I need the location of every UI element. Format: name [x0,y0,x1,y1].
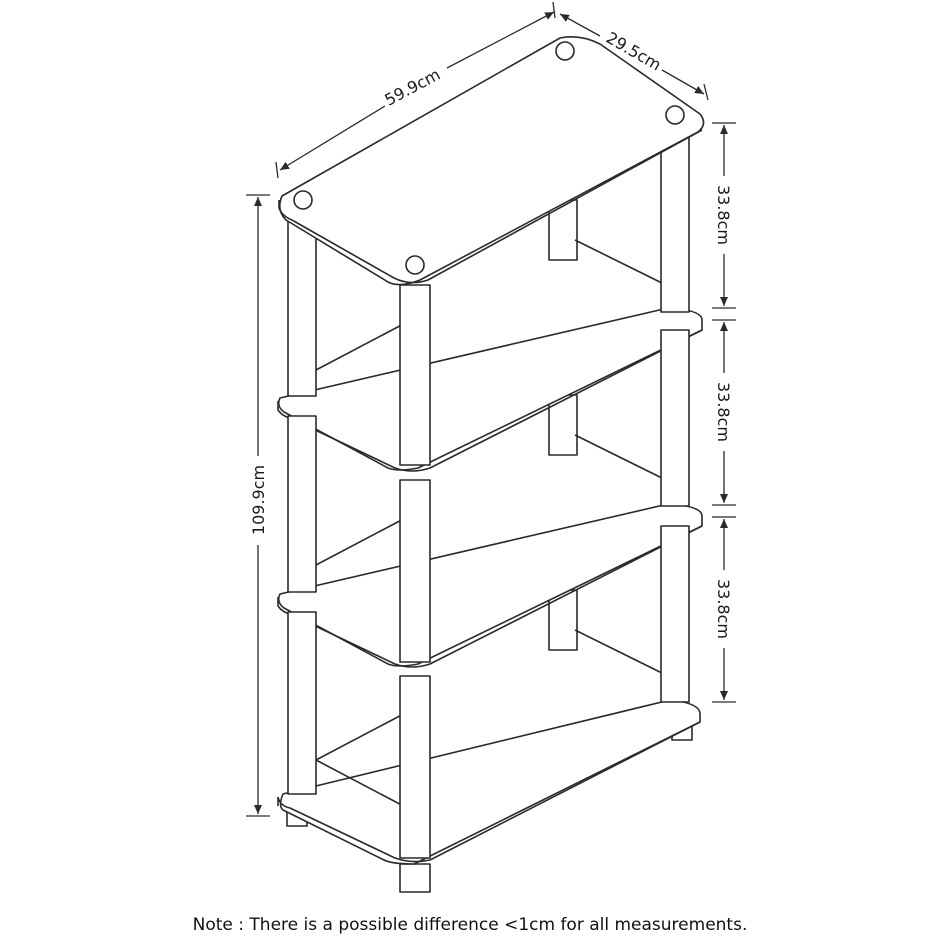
foot-front [399,863,431,893]
shelf-gap-top-label: 33.8cm [714,185,733,245]
width-label: 59.9cm [381,65,443,110]
shelf-2 [277,307,703,472]
shelf-top [278,36,705,286]
front-post [399,284,431,859]
post-cap [405,255,425,275]
depth-dimension-line [559,13,709,101]
post-cap [293,190,313,210]
shelf-gap-bottom-label: 33.8cm [714,579,733,639]
shelf-gap-middle-label: 33.8cm [714,382,733,442]
inner-rails [315,239,673,761]
back-post [548,199,578,651]
right-post [660,131,690,703]
width-dimension-line [275,1,556,179]
height-dimension-line [246,194,270,817]
post-cap [665,105,685,125]
measurement-note: Note : There is a possible difference <1… [192,915,748,935]
shelf-gap-dimension-lines [712,122,736,703]
shelf-3 [277,503,703,668]
left-post [287,217,317,795]
height-label: 109.9cm [249,465,268,535]
shelf-bottom [277,699,701,865]
post-cap [555,41,575,61]
